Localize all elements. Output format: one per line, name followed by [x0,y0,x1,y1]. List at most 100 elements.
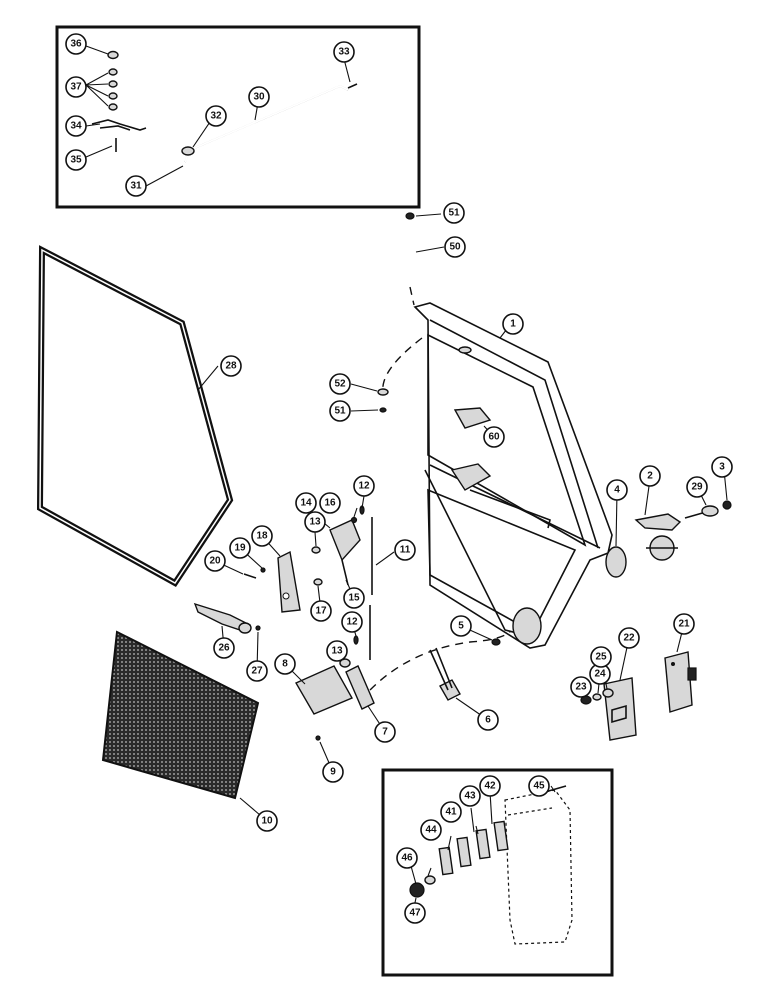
svg-text:22: 22 [623,633,635,644]
svg-text:3: 3 [719,462,725,473]
door-assembly [350,212,613,649]
svg-text:42: 42 [484,781,496,792]
callout-20: 20 [204,550,226,572]
callout-26: 26 [213,637,235,659]
svg-text:26: 26 [218,643,230,654]
callout-19: 19 [229,537,251,559]
callout-43: 43 [459,785,481,807]
svg-text:30: 30 [253,92,265,103]
callout-18: 18 [251,525,273,547]
svg-text:44: 44 [425,825,437,836]
svg-text:10: 10 [261,816,273,827]
svg-text:32: 32 [210,111,222,122]
svg-text:1: 1 [510,319,516,330]
callout-23: 23 [570,676,592,698]
callout-13-upper: 13 [304,511,326,533]
callout-21: 21 [673,613,695,635]
latch-handle-parts [605,469,732,578]
svg-text:37: 37 [70,82,82,93]
svg-text:21: 21 [678,619,690,630]
svg-text:2: 2 [647,471,653,482]
svg-text:17: 17 [315,606,327,617]
callout-46: 46 [396,847,418,869]
callout-47: 47 [404,902,426,924]
callout-29: 29 [686,476,708,498]
svg-text:12: 12 [346,617,358,628]
callout-50: 50 [444,236,466,258]
callout-41: 41 [440,801,462,823]
svg-text:36: 36 [70,39,82,50]
svg-text:34: 34 [70,121,82,132]
svg-text:28: 28 [225,361,237,372]
svg-text:8: 8 [282,659,288,670]
svg-text:35: 35 [70,155,82,166]
callout-10: 10 [256,810,278,832]
window-seal [36,245,234,587]
callout-32: 32 [205,105,227,127]
latch-plates [580,623,697,741]
callout-1: 1 [502,313,524,335]
callout-25: 25 [590,646,612,668]
callout-6: 6 [477,709,499,731]
callout-33: 33 [333,41,355,63]
svg-text:45: 45 [533,781,545,792]
svg-text:25: 25 [595,652,607,663]
callout-37: 37 [65,76,87,98]
svg-text:27: 27 [251,666,263,677]
callout-31: 31 [125,175,147,197]
svg-text:47: 47 [409,908,421,919]
svg-text:60: 60 [488,432,500,443]
callout-60: 60 [483,426,505,448]
svg-text:16: 16 [324,498,336,509]
inset-shim-detail [381,768,614,977]
svg-text:7: 7 [382,727,388,738]
callout-22: 22 [618,627,640,649]
svg-text:15: 15 [348,593,360,604]
callout-8: 8 [274,653,296,675]
callout-45: 45 [528,775,550,797]
svg-text:29: 29 [691,482,703,493]
svg-text:5: 5 [458,621,464,632]
callout-12-lower: 12 [341,611,363,633]
svg-text:51: 51 [448,208,460,219]
svg-text:19: 19 [234,543,246,554]
svg-text:33: 33 [338,47,350,58]
callout-44: 44 [420,819,442,841]
svg-text:14: 14 [300,498,312,509]
callout-52: 52 [329,373,351,395]
mesh-screen [101,630,268,822]
svg-text:4: 4 [614,485,620,496]
svg-text:13: 13 [309,517,321,528]
svg-text:9: 9 [330,767,336,778]
svg-text:43: 43 [464,791,476,802]
callout-36: 36 [65,33,87,55]
callout-11: 11 [394,539,416,561]
callout-35: 35 [65,149,87,171]
svg-text:24: 24 [594,669,606,680]
callout-14: 14 [295,492,317,514]
svg-text:18: 18 [256,531,268,542]
svg-text:13: 13 [331,646,343,657]
callout-12-upper: 12 [353,475,375,497]
callout-34: 34 [65,115,87,137]
callout-30: 30 [248,86,270,108]
callout-51-upper: 51 [443,202,465,224]
callout-27: 27 [246,660,268,682]
callout-7: 7 [374,721,396,743]
callout-3: 3 [711,456,733,478]
svg-text:51: 51 [334,406,346,417]
svg-text:46: 46 [401,853,413,864]
callouts: 1 2 3 4 5 6 7 8 9 10 11 12 12 13 13 14 1… [65,33,733,924]
callout-2: 2 [639,465,661,487]
callout-51-lower: 51 [329,400,351,422]
svg-text:23: 23 [575,682,587,693]
callout-15: 15 [343,587,365,609]
callout-9: 9 [322,761,344,783]
svg-text:12: 12 [358,481,370,492]
svg-text:52: 52 [334,379,346,390]
callout-42: 42 [479,775,501,797]
callout-17: 17 [310,600,332,622]
svg-text:41: 41 [445,807,457,818]
svg-text:20: 20 [209,556,221,567]
callout-28: 28 [220,355,242,377]
